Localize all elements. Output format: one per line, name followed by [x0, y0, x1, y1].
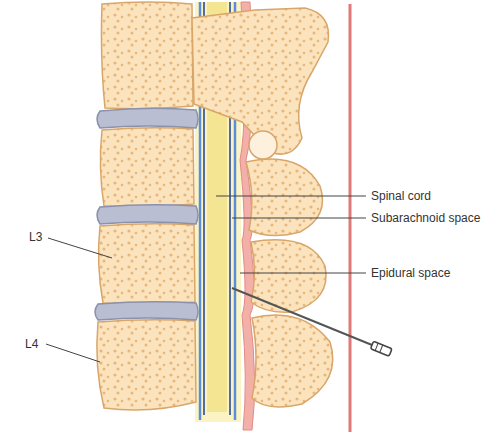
part-label: Spinal cord: [370, 188, 432, 204]
part-label: L4: [24, 336, 39, 352]
part-label: Subarachnoid space: [370, 210, 481, 226]
part-label: L3: [28, 229, 43, 245]
needle: [232, 288, 372, 345]
part-label: Epidural space: [370, 265, 451, 281]
leader-lines: [46, 196, 366, 362]
